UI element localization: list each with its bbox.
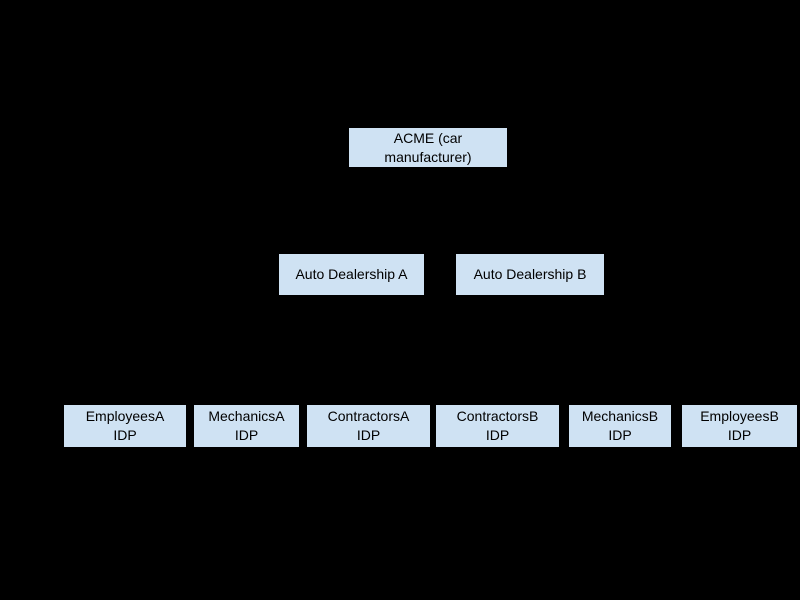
diagram-node-acme: ACME (car manufacturer) (348, 127, 508, 168)
diagram-node-contractorsb-idp: ContractorsB IDP (435, 404, 560, 448)
diagram-node-mechanicsa-idp: MechanicsA IDP (193, 404, 300, 448)
diagram-node-contractorsa-idp: ContractorsA IDP (306, 404, 431, 448)
diagram-node-auto-dealership-a: Auto Dealership A (278, 253, 425, 296)
diagram-node-auto-dealership-b: Auto Dealership B (455, 253, 605, 296)
diagram-node-employeesa-idp: EmployeesA IDP (63, 404, 187, 448)
diagram-node-employeesb-idp: EmployeesB IDP (681, 404, 798, 448)
diagram-node-mechanicsb-idp: MechanicsB IDP (568, 404, 672, 448)
